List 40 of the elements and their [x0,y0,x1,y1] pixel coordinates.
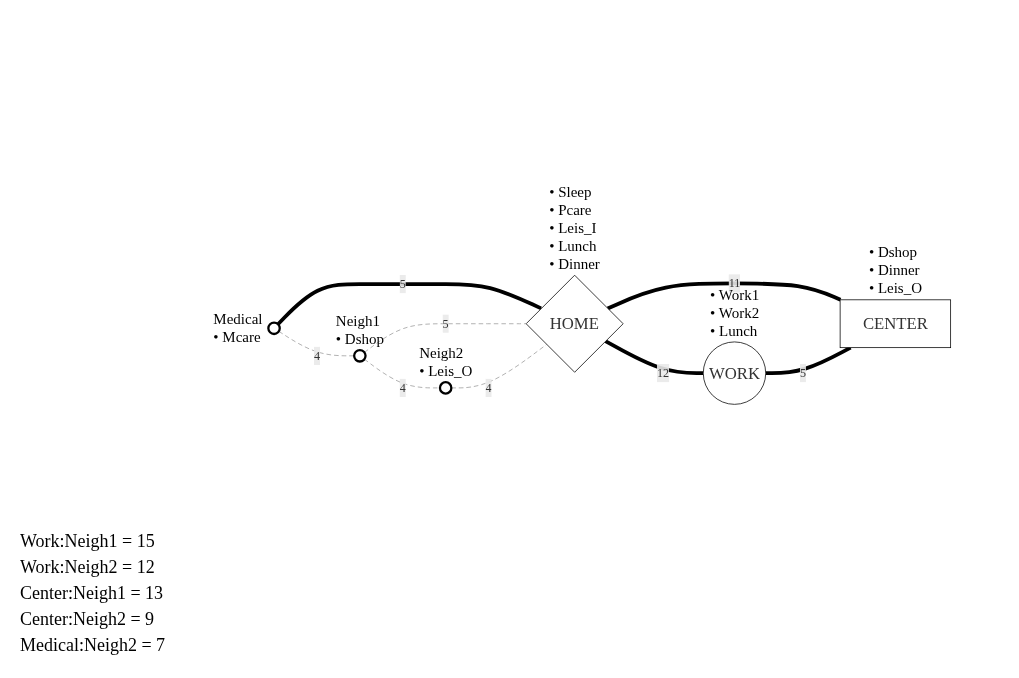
activity-text: • Dinner [868,261,921,280]
activity-text: • Leis_O [868,279,923,298]
edge-label: 5 [442,316,449,330]
edge-label: 4 [485,380,492,394]
node-circle [438,380,453,395]
edge-label: 11 [728,276,741,290]
activity-text: • Lunch [710,321,759,340]
activity-text: Medical [213,309,263,328]
activity-text: • Leis_O [419,361,473,380]
note-text: Medical:Neigh2 = 7 [20,634,167,657]
node-circle [353,348,367,363]
node-circle: WORK [702,341,767,405]
activity-text: • Work2 [710,303,760,322]
activity-text: • Dshop [335,329,384,348]
activity-text: • Sleep [549,182,593,201]
edge-label: 12 [656,365,670,379]
note-text: Center:Neigh1 = 13 [20,582,165,605]
connector [450,343,547,388]
connector [604,339,704,375]
activity-text: • Leis_I [549,218,598,237]
edge-label: 5 [799,365,806,379]
node-circle [267,321,281,335]
edge-label: 4 [313,348,320,362]
activity-text: Neigh1 [335,311,381,330]
node-diamond: HOME [525,274,624,373]
connector [364,358,441,388]
connector [276,281,542,326]
note-text: Work:Neigh2 = 12 [20,556,156,579]
edge-label: 4 [399,380,406,394]
node-box: CENTER [839,299,952,348]
edge-label: 5 [399,276,406,290]
activity-text: Neigh2 [419,343,465,362]
activity-text: • Mcare [213,327,262,346]
note-text: Center:Neigh2 = 9 [20,608,156,631]
activity-text: • Dshop [868,243,919,262]
activity-text: • Pcare [549,200,593,219]
connector [606,281,842,310]
activity-text: • Dinner [549,254,600,273]
note-text: Work:Neigh1 = 15 [20,530,156,553]
activity-text: • Lunch [549,236,598,255]
